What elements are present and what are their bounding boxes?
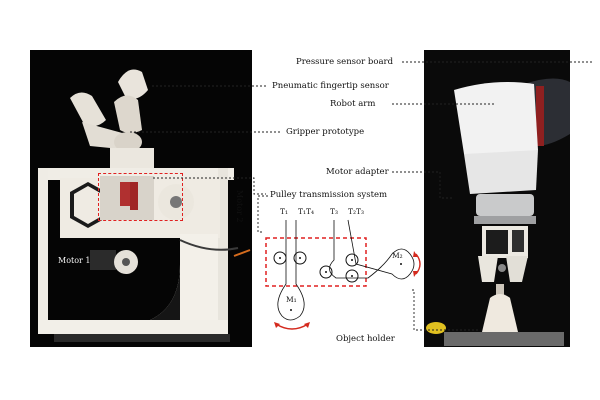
callout-robot-arm: Robot arm [330, 99, 376, 109]
pulley-highlight-box [98, 173, 183, 221]
t2t3-label: T₂T₃ [348, 207, 364, 216]
diagram-highlight-box [265, 237, 367, 287]
motor-2-label: Motor 2 [235, 190, 244, 223]
pulley-diagram: T₁ T₁T₄ T₃ T₂T₃ M₁ M₂ [252, 200, 424, 350]
callout-object-holder: Object holder [336, 334, 395, 344]
callout-motor-adapter: Motor adapter [326, 167, 389, 177]
callout-pressure-sensor-board: Pressure sensor board [296, 57, 394, 67]
callout-gripper-prototype: Gripper prototype [286, 127, 365, 137]
t3-label: T₃ [330, 207, 338, 216]
m1-label: M₁ [286, 295, 297, 304]
m2-label: M₂ [392, 251, 403, 260]
robot-arm-photo [424, 50, 570, 347]
t1-label: T₁ [280, 207, 288, 216]
gripper-prototype-photo: Motor 1 Motor 2 [30, 50, 252, 347]
motor-1-label: Motor 1 [58, 256, 91, 265]
t1t4-label: T₁T₄ [298, 207, 314, 216]
callout-pulley-transmission-system: Pulley transmission system [270, 190, 388, 200]
callout-pneumatic-fingertip-sensor: Pneumatic fingertip sensor [272, 81, 389, 91]
